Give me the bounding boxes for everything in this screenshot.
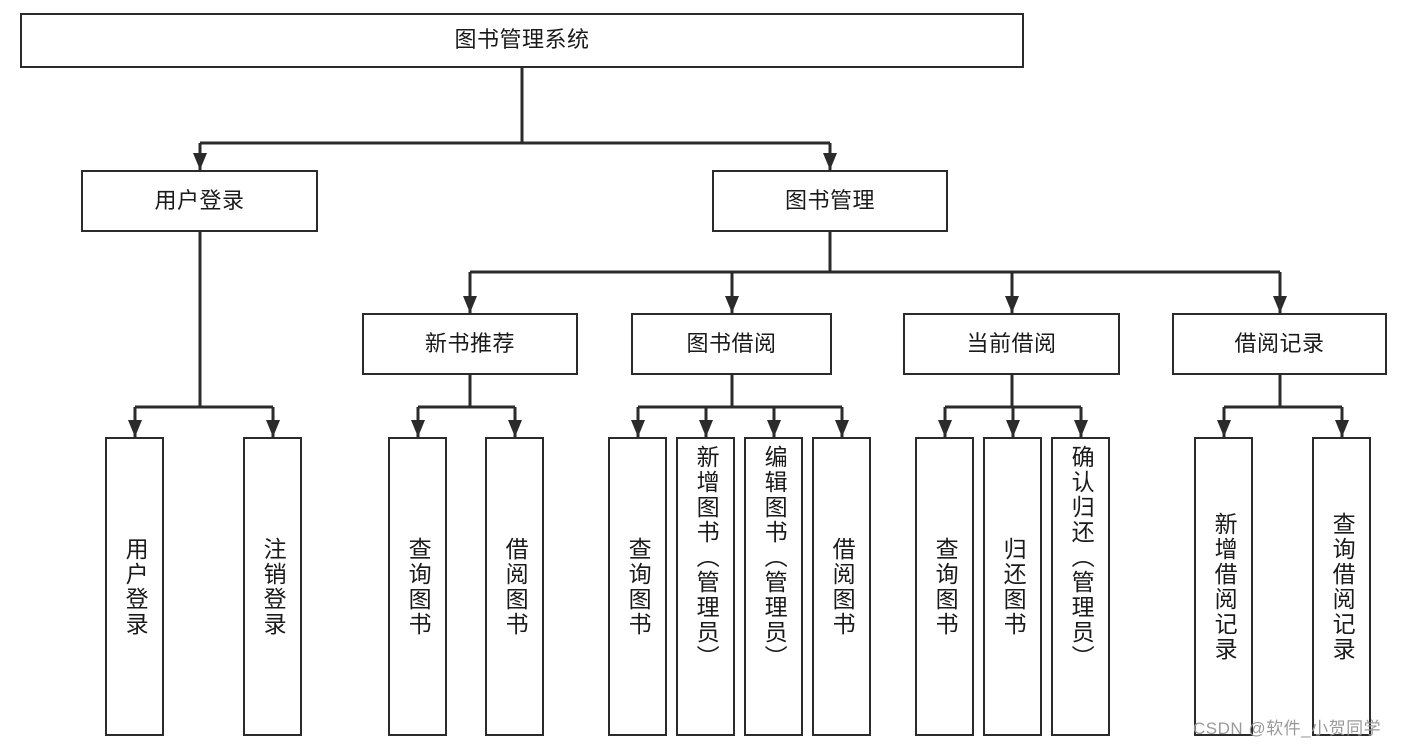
node-f07[interactable]: 编辑图书（管理员）: [744, 437, 803, 736]
arrowhead-icon: [631, 420, 645, 437]
node-label: 编辑图书（管理员）: [761, 445, 788, 670]
node-label: 查询图书: [625, 536, 652, 637]
node-label: 新增图书（管理员）: [693, 445, 720, 670]
node-label: 图书管理: [784, 187, 875, 213]
node-label: 借阅图书: [502, 536, 529, 637]
node-f11[interactable]: 确认归还（管理员）: [1051, 437, 1110, 736]
node-label: 图书管理系统: [454, 27, 590, 53]
arrowhead-icon: [1005, 296, 1019, 313]
node-label: 新书推荐: [424, 330, 515, 356]
node-f04[interactable]: 借阅图书: [485, 437, 544, 736]
node-label: 借阅记录: [1234, 330, 1325, 356]
arrowhead-icon: [193, 153, 207, 170]
arrowhead-icon: [411, 420, 425, 437]
node-f06[interactable]: 新增图书（管理员）: [676, 437, 735, 736]
arrowhead-icon: [725, 296, 739, 313]
node-l2a[interactable]: 新书推荐: [362, 313, 578, 375]
arrowhead-icon: [463, 296, 477, 313]
arrowhead-icon: [938, 420, 952, 437]
node-root[interactable]: 图书管理系统: [20, 13, 1024, 68]
arrowhead-icon: [823, 153, 837, 170]
arrowhead-icon: [508, 420, 522, 437]
node-label: 图书借阅: [686, 330, 777, 356]
arrowhead-icon: [266, 420, 280, 437]
arrowhead-icon: [835, 420, 849, 437]
node-f08[interactable]: 借阅图书: [812, 437, 871, 736]
node-label: 注销登录: [260, 536, 287, 637]
node-label: 归还图书: [1000, 536, 1027, 637]
node-label: 新增借阅记录: [1211, 511, 1238, 662]
node-l2d[interactable]: 借阅记录: [1172, 313, 1387, 375]
node-f12[interactable]: 新增借阅记录: [1194, 437, 1253, 736]
node-f10[interactable]: 归还图书: [983, 437, 1042, 736]
arrowhead-icon: [128, 420, 142, 437]
node-l1a[interactable]: 用户登录: [81, 170, 318, 232]
node-label: 当前借阅: [966, 330, 1057, 356]
arrowhead-icon: [1273, 296, 1287, 313]
node-label: 用户登录: [154, 187, 245, 213]
node-f13[interactable]: 查询借阅记录: [1312, 437, 1371, 736]
node-label: 用户登录: [122, 536, 149, 637]
node-l1b[interactable]: 图书管理: [712, 170, 948, 232]
node-f03[interactable]: 查询图书: [388, 437, 447, 736]
node-label: 查询借阅记录: [1329, 511, 1356, 662]
arrowhead-icon: [699, 420, 713, 437]
node-label: 借阅图书: [829, 536, 856, 637]
arrowhead-icon: [1335, 420, 1349, 437]
arrowhead-icon: [1006, 420, 1020, 437]
node-f05[interactable]: 查询图书: [608, 437, 667, 736]
node-label: 查询图书: [932, 536, 959, 637]
node-label: 确认归还（管理员）: [1068, 445, 1095, 670]
node-f09[interactable]: 查询图书: [915, 437, 974, 736]
node-f02[interactable]: 注销登录: [243, 437, 302, 736]
arrowhead-icon: [1217, 420, 1231, 437]
node-l2b[interactable]: 图书借阅: [631, 313, 832, 375]
node-f01[interactable]: 用户登录: [105, 437, 164, 736]
node-l2c[interactable]: 当前借阅: [903, 313, 1120, 375]
arrowhead-icon: [767, 420, 781, 437]
arrowhead-icon: [1074, 420, 1088, 437]
node-label: 查询图书: [405, 536, 432, 637]
